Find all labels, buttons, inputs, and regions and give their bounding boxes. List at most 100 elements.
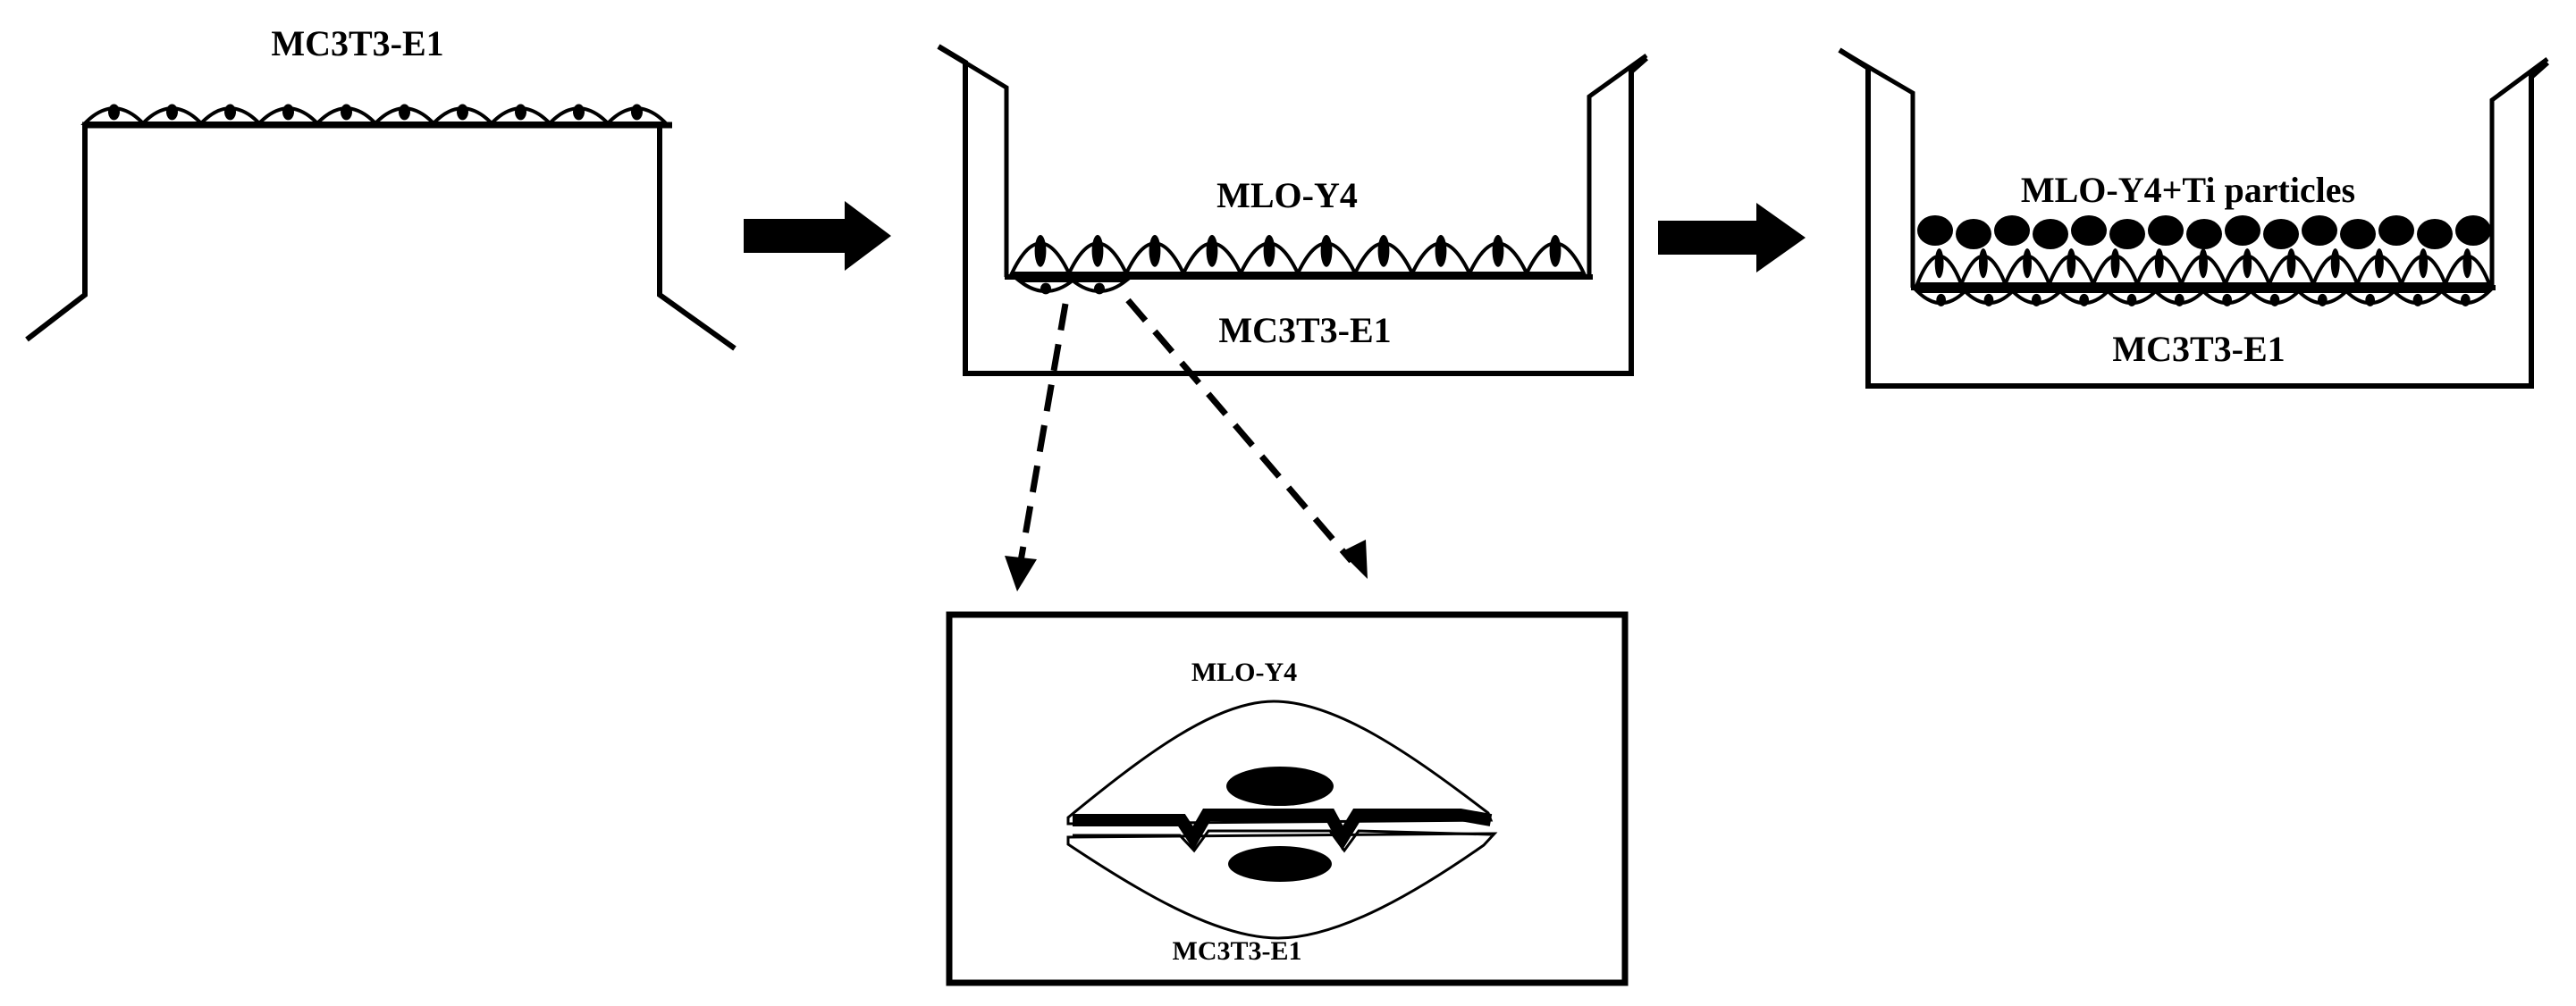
mc3t3-cell-icon — [2199, 289, 2256, 306]
mc3t3-cell-icon — [2342, 289, 2399, 306]
mlo-y4-cell-icon — [2266, 247, 2317, 286]
ti-particle-icon — [2340, 219, 2376, 249]
mlo-y4-cell-icon — [1065, 234, 1130, 275]
mc3t3-cell-icon — [1067, 279, 1132, 295]
mc3t3-cell-icon — [1960, 289, 2017, 306]
ti-particle-icon — [2263, 219, 2299, 249]
ti-particle-icon — [2186, 219, 2222, 249]
mlo-y4-cell-icon — [1915, 247, 1965, 286]
nucleus-icon — [631, 104, 643, 121]
mlo-y4-cell-icon — [2002, 247, 2052, 286]
mlo-y4-cell-layer — [1915, 247, 2492, 286]
ti-particle-icon — [2225, 215, 2260, 246]
mlo-y4-cell-icon — [1409, 234, 1473, 275]
ti-particle-icon — [1994, 215, 2030, 246]
nucleus-icon — [1549, 234, 1562, 267]
mc3t3-cell-icon — [545, 104, 612, 125]
nucleus-icon — [1978, 247, 1988, 279]
inset-top-label: MLO-Y4 — [1191, 658, 1297, 687]
nucleus-icon — [2222, 293, 2233, 306]
mc3t3-cell-icon — [1014, 279, 1078, 295]
mc3t3-cell-icon — [2008, 289, 2065, 306]
nucleus-icon — [2375, 247, 2384, 279]
mc3t3-cell-icon — [2437, 289, 2494, 306]
mlo-y4-cell-icon — [2398, 247, 2448, 286]
mlo-y4-cell-icon — [2134, 247, 2185, 286]
ti-particle-icon — [2302, 215, 2337, 246]
mlo-y4-cell-icon — [2222, 247, 2272, 286]
nucleus-icon — [2286, 247, 2296, 279]
mc3t3-cell-icon — [371, 104, 438, 125]
inset-bottom-label: MC3T3-E1 — [1173, 936, 1302, 966]
nucleus-icon — [573, 104, 585, 121]
mlo-y4-cell-layer — [1008, 234, 1587, 275]
nucleus-icon — [1091, 234, 1104, 267]
nucleus-icon — [2318, 293, 2328, 306]
nucleus-icon — [2365, 293, 2376, 306]
panel-2: MLO-Y4 MC3T3-E1 — [937, 44, 1648, 376]
mc3t3-cell-icon — [487, 104, 554, 125]
well-right-rim — [1587, 53, 1648, 277]
well-left-rim — [937, 44, 1009, 277]
panel-3: MLO-Y4+Ti particles MC3T3-E1 — [1838, 47, 2549, 389]
ti-particle-icon — [2109, 219, 2145, 249]
nucleus-icon — [1228, 846, 1332, 882]
nucleus-icon — [1226, 767, 1334, 806]
nucleus-icon — [2330, 247, 2340, 279]
nucleus-icon — [457, 104, 468, 121]
mlo-y4-cell-icon — [2178, 247, 2228, 286]
nucleus-icon — [2199, 247, 2208, 279]
ti-particle-icon — [2148, 215, 2184, 246]
dashed-arrow-icon — [1125, 298, 1368, 579]
mlo-y4-cell-icon — [1180, 234, 1244, 275]
nucleus-icon — [2461, 293, 2471, 306]
mc3t3-cell-icon — [1066, 832, 1498, 940]
nucleus-icon — [2175, 293, 2185, 306]
panel-3-bottom-label: MC3T3-E1 — [2112, 329, 2285, 369]
mlo-y4-cell-icon — [2442, 247, 2492, 286]
panel-1: MC3T3-E1 — [25, 23, 737, 351]
mc3t3-cell-icon — [139, 104, 206, 125]
mc3t3-cell-icon — [197, 104, 264, 125]
mlo-y4-cell-icon — [1351, 234, 1416, 275]
mlo-y4-cell-icon — [2354, 247, 2404, 286]
right-arrow-icon — [1658, 203, 1806, 272]
mc3t3-cell-layer — [80, 104, 670, 125]
mc3t3-cell-icon — [2056, 289, 2113, 306]
right-arrow-icon — [744, 201, 891, 271]
nucleus-icon — [1934, 247, 1944, 279]
nucleus-icon — [2079, 293, 2090, 306]
mc3t3-cell-icon — [2151, 289, 2208, 306]
mc3t3-cell-icon — [2246, 289, 2303, 306]
mc3t3-cell-icon — [429, 104, 496, 125]
ti-particle-icon — [1956, 219, 1991, 249]
nucleus-icon — [2126, 293, 2137, 306]
nucleus-icon — [1206, 234, 1218, 267]
mc3t3-cell-icon — [80, 104, 147, 125]
gap-junction-icon — [1073, 809, 1493, 851]
mlo-y4-cell-icon — [1294, 234, 1359, 275]
nucleus-icon — [2067, 247, 2076, 279]
nucleus-icon — [2032, 293, 2041, 306]
ti-particle-icon — [2033, 219, 2068, 249]
nucleus-icon — [1149, 234, 1161, 267]
panel-1-label: MC3T3-E1 — [271, 23, 443, 63]
nucleus-icon — [2154, 247, 2164, 279]
nucleus-icon — [341, 104, 352, 121]
nucleus-icon — [108, 104, 120, 121]
mc3t3-cell-icon — [2294, 289, 2351, 306]
ti-particle-icon — [2071, 215, 2107, 246]
mlo-y4-cell-icon — [1123, 234, 1187, 275]
nucleus-icon — [399, 104, 410, 121]
dashed-arrow-icon — [1005, 303, 1069, 591]
mc3t3-cell-icon — [2389, 289, 2446, 306]
ti-particle-icon — [2455, 215, 2491, 246]
ti-particle-icon — [1917, 215, 1953, 246]
nucleus-icon — [2462, 247, 2472, 279]
inset-panel: MLO-Y4 MC3T3-E1 — [946, 611, 1629, 986]
mlo-y4-cell-icon — [1066, 700, 1494, 826]
nucleus-icon — [1094, 282, 1105, 295]
mlo-y4-cell-icon — [1466, 234, 1530, 275]
